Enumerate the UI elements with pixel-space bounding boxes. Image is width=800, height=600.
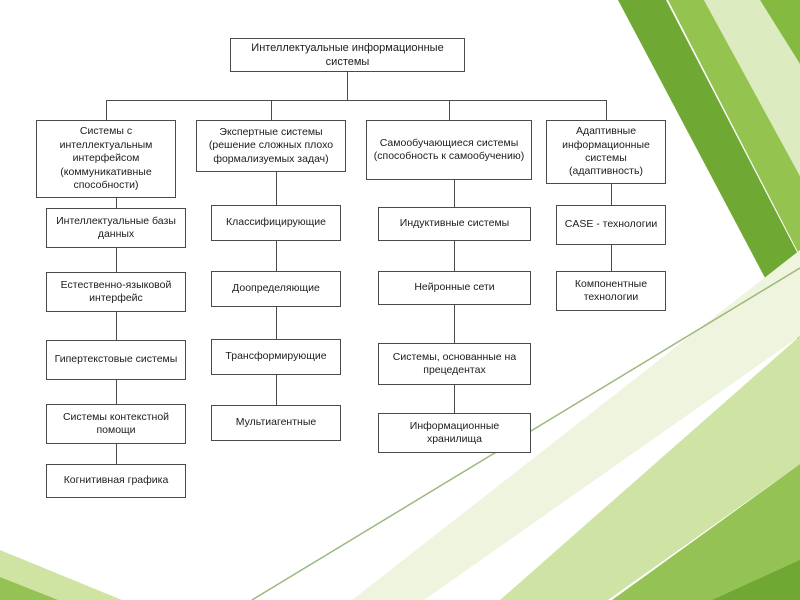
connector-line — [454, 241, 455, 271]
branch-3-header: Самообучающиеся системы (способность к с… — [366, 120, 532, 180]
branch-2-child-1: Классифицирующие — [211, 205, 341, 241]
branch-1-child-3: Гипертекстовые системы — [46, 340, 186, 380]
branch-1-child-4: Системы контекстной помощи — [46, 404, 186, 444]
connector-line — [116, 248, 117, 272]
branch-2-child-3: Трансформирующие — [211, 339, 341, 375]
connector-line — [347, 72, 348, 100]
branch-3-child-3: Системы, основанные на прецедентах — [378, 343, 531, 385]
branch-2-header: Экспертные системы (решение сложных плох… — [196, 120, 346, 172]
connector-line — [116, 380, 117, 404]
connector-line — [611, 184, 612, 205]
connector-line — [116, 444, 117, 464]
connector-line — [276, 241, 277, 271]
branch-1-child-2: Естественно-языковой интерфейс — [46, 272, 186, 312]
branch-3-child-1: Индуктивные системы — [378, 207, 531, 241]
branch-1-child-1: Интеллектуальные базы данных — [46, 208, 186, 248]
branch-2-child-2: Доопределяющие — [211, 271, 341, 307]
connector-line — [611, 245, 612, 271]
branch-2-child-4: Мультиагентные — [211, 405, 341, 441]
branch-3-child-4: Информационные хранилища — [378, 413, 531, 453]
connector-line — [454, 180, 455, 207]
branch-1-header: Системы с интеллектуальным интерфейсом (… — [36, 120, 176, 198]
branch-4-child-2: Компонентные технологии — [556, 271, 666, 311]
connector-line — [449, 100, 450, 120]
connector-line — [106, 100, 107, 120]
connector-line — [106, 100, 606, 101]
connector-line — [276, 172, 277, 205]
branch-4-header: Адаптивные информационные системы (адапт… — [546, 120, 666, 184]
connector-line — [276, 375, 277, 405]
node-root: Интеллектуальные информационные системы — [230, 38, 465, 72]
connector-line — [276, 307, 277, 339]
connector-line — [271, 100, 272, 120]
branch-3-child-2: Нейронные сети — [378, 271, 531, 305]
connector-line — [454, 385, 455, 413]
connector-line — [606, 100, 607, 120]
branch-4-child-1: CASE - технологии — [556, 205, 666, 245]
branch-1-child-5: Когнитивная графика — [46, 464, 186, 498]
connector-line — [116, 198, 117, 208]
connector-line — [116, 312, 117, 340]
connector-line — [454, 305, 455, 343]
